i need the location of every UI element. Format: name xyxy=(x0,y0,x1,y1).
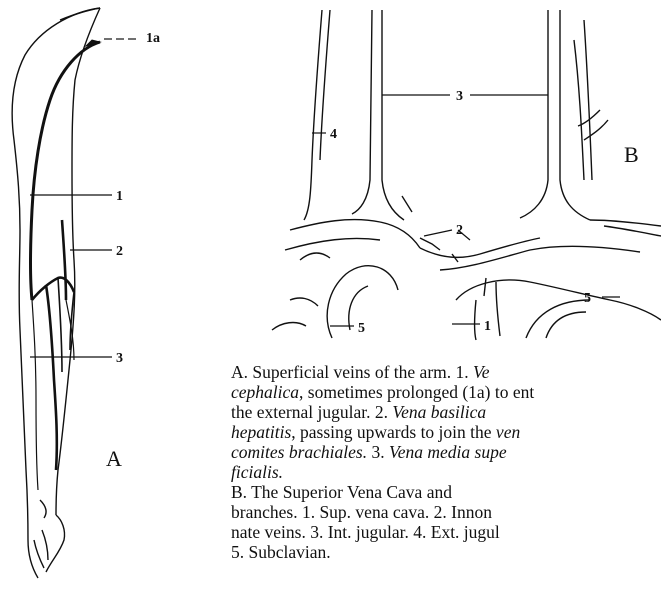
caption-b-line: B. The Superior Vena Cava and xyxy=(231,482,661,502)
caption-a-line: the external jugular. 2. Vena basilica xyxy=(231,402,661,422)
arm-veins xyxy=(31,40,101,490)
caption-italic: hepatitis xyxy=(231,422,291,442)
caption-a-line: A. Superficial veins of the arm. 1. Ve xyxy=(231,362,661,382)
arm-drawing xyxy=(12,8,100,578)
caption-italic: ficialis. xyxy=(231,462,283,482)
vena-cava-drawing xyxy=(272,10,661,340)
callout-b-2: 2 xyxy=(456,223,463,238)
caption-b-line: nate veins. 3. Int. jugular. 4. Ext. jug… xyxy=(231,522,661,542)
caption-a-line: cephalica, sometimes prolonged (1a) to e… xyxy=(231,382,661,402)
figure-a-letter: A xyxy=(106,446,122,471)
callout-b-5-left: 5 xyxy=(358,321,365,336)
caption-b-line: 5. Subclavian. xyxy=(231,542,661,562)
callout-1a: 1a xyxy=(146,31,160,46)
caption-text: A. Superficial veins of the arm. 1. xyxy=(231,362,473,382)
caption-text: , sometimes prolonged (1a) to ent xyxy=(299,382,534,402)
callout-b-1: 1 xyxy=(484,319,491,334)
figure-b-letter: B xyxy=(624,142,639,167)
caption-italic: Ve xyxy=(473,362,490,382)
caption-italic: cephalica xyxy=(231,382,299,402)
callout-a-2: 2 xyxy=(116,244,123,259)
callout-b-5-right: 5 xyxy=(584,291,591,306)
caption-a-line: hepatitis, passing upwards to join the v… xyxy=(231,422,661,442)
caption-b-line: branches. 1. Sup. vena cava. 2. Innon xyxy=(231,502,661,522)
callout-b-3: 3 xyxy=(456,89,463,104)
caption-italic: ven xyxy=(496,422,520,442)
caption-text: , passing upwards to join the xyxy=(291,422,496,442)
callout-b-4: 4 xyxy=(330,127,337,142)
caption-italic: comites brachiales. xyxy=(231,442,367,462)
caption-italic: Vena basilica xyxy=(392,402,486,422)
caption-text: 3. xyxy=(367,442,389,462)
caption-a-line: ficialis. xyxy=(231,462,661,482)
callout-a-3: 3 xyxy=(116,351,123,366)
caption-a-line: comites brachiales. 3. Vena media supe xyxy=(231,442,661,462)
callout-a-1: 1 xyxy=(116,189,123,204)
figure-caption: A. Superficial veins of the arm. 1. Ve c… xyxy=(231,362,661,562)
caption-italic: Vena media supe xyxy=(389,442,507,462)
caption-text: the external jugular. 2. xyxy=(231,402,392,422)
